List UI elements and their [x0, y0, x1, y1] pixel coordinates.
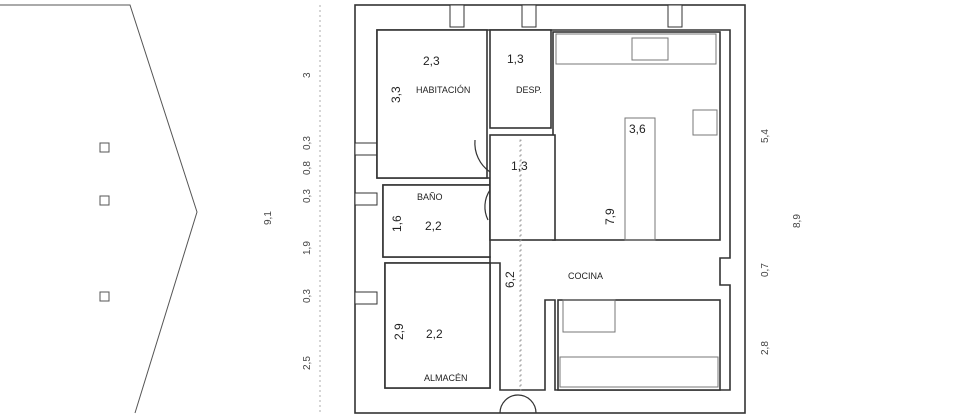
- cocina-corridor: 6,2: [503, 271, 517, 288]
- window-left-1: [354, 142, 378, 156]
- bano-label: BAÑO: [417, 192, 443, 202]
- window-marker-1: [99, 142, 110, 153]
- door-habitacion: [474, 139, 491, 173]
- habitacion-label: HABITACIÓN: [416, 85, 470, 95]
- dim-right-total: 8,9: [792, 214, 803, 228]
- habitacion-side: 3,3: [389, 86, 403, 103]
- habitacion-area: 2,3: [423, 54, 440, 68]
- despensa-area: 1,3: [507, 52, 524, 66]
- kitchen-island: [624, 117, 656, 241]
- room-bano: [382, 184, 491, 258]
- dim-left-3: 0,8: [302, 161, 313, 175]
- lower-counter: [559, 356, 719, 388]
- dim-right-3: 2,8: [760, 341, 771, 355]
- window-top-2: [521, 4, 537, 28]
- dim-left-2: 0,3: [302, 136, 313, 150]
- pasillo-area: 1,3: [511, 159, 528, 173]
- dim-right-2: 0,7: [760, 263, 771, 277]
- room-despensa: [489, 29, 552, 129]
- bano-area: 2,2: [425, 219, 442, 233]
- room-almacen: [384, 262, 491, 389]
- dim-left-7: 2,5: [302, 356, 313, 370]
- roof-outline: [0, 4, 198, 414]
- room-kitchen-upper: [552, 31, 721, 241]
- room-kitchen-lower: [557, 299, 721, 391]
- window-marker-2: [99, 195, 110, 206]
- almacen-area: 2,2: [426, 327, 443, 341]
- corridor-guide: [519, 139, 522, 391]
- almacen-side: 2,9: [392, 323, 406, 340]
- window-left-3: [354, 291, 378, 305]
- table: [562, 299, 616, 333]
- despensa-label: DESP.: [516, 85, 542, 95]
- almacen-label: ALMACÉN: [424, 373, 468, 383]
- stove: [692, 109, 718, 136]
- dim-left-total: 9,1: [263, 211, 274, 225]
- bano-side: 1,6: [390, 215, 404, 232]
- window-top-3: [667, 4, 683, 28]
- window-marker-3: [99, 291, 110, 302]
- dim-left-1: 3: [302, 72, 313, 78]
- room-habitacion: [376, 29, 488, 179]
- cocina-area: 3,6: [629, 122, 646, 136]
- cocina-length: 7,9: [603, 208, 617, 225]
- window-left-2: [354, 192, 378, 206]
- door-entrance: [499, 394, 537, 414]
- dim-left-5: 1,9: [302, 241, 313, 255]
- sink: [631, 37, 669, 61]
- door-bano: [484, 189, 491, 221]
- dim-right-1: 5,4: [760, 129, 771, 143]
- dim-left-6: 0,3: [302, 289, 313, 303]
- cocina-label: COCINA: [568, 271, 603, 281]
- dim-left-4: 0,3: [302, 189, 313, 203]
- counter-top: [555, 33, 717, 65]
- window-top-1: [449, 4, 465, 28]
